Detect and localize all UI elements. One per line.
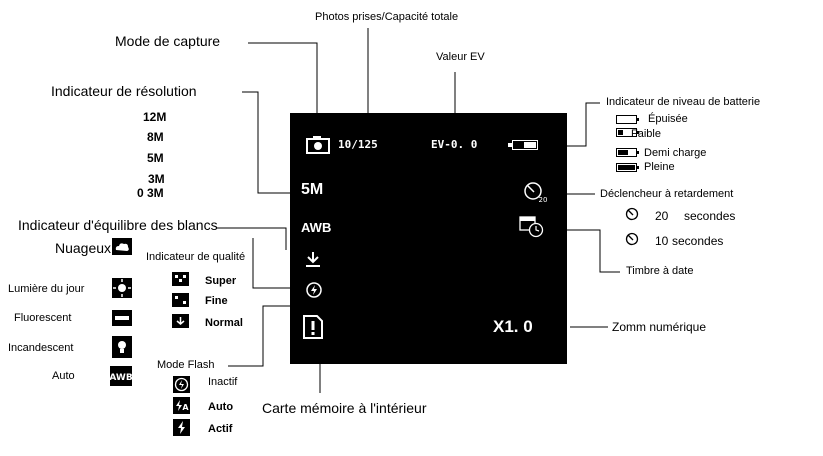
flash-option: Auto — [208, 401, 234, 413]
incandescent-icon — [112, 336, 132, 358]
label-photos: Photos prises/Capacité totale — [315, 11, 459, 23]
super-quality-icon — [172, 272, 189, 286]
flash-auto-icon: A — [173, 397, 190, 414]
label-date-stamp: Timbre à date — [626, 265, 694, 277]
daylight-icon — [112, 278, 132, 298]
timer-unit: secondes — [672, 234, 724, 248]
quality-option: Normal — [205, 317, 243, 329]
resolution-option: 3M — [148, 172, 165, 186]
svg-text:A: A — [182, 403, 189, 412]
label-flash-mode: Mode Flash — [157, 359, 215, 371]
wb-option: Lumière du jour — [8, 283, 85, 295]
screen-count: 10/125 — [338, 138, 378, 151]
battery-empty-icon — [616, 115, 639, 124]
timer-value: 20 — [655, 209, 669, 223]
flash-off-icon — [306, 282, 322, 298]
fine-quality-icon — [172, 293, 189, 307]
quality-icon — [306, 252, 320, 267]
timer-number: 20 — [539, 196, 548, 204]
screen-zoom: X1. 0 — [493, 317, 533, 336]
battery-level: Faible — [631, 128, 661, 140]
battery-level: Demi charge — [644, 147, 707, 159]
label-white-balance: Indicateur d'équilibre des blancs — [18, 217, 218, 233]
label-digital-zoom: Zomm numérique — [612, 320, 707, 334]
svg-text:AWB: AWB — [110, 373, 132, 383]
fluorescent-icon — [112, 310, 132, 326]
flash-on-icon — [173, 419, 190, 436]
timer-20-icon — [625, 207, 639, 221]
battery-level: Épuisée — [648, 113, 688, 125]
memory-card-icon — [303, 315, 323, 339]
normal-quality-icon — [172, 314, 189, 328]
flash-option: Actif — [208, 423, 233, 435]
self-timer-icon: 20 — [524, 182, 548, 204]
flash-option: Inactif — [208, 376, 238, 388]
timer-unit: secondes — [684, 209, 736, 223]
quality-option: Super — [205, 275, 237, 287]
screen-wb: AWB — [301, 220, 332, 235]
resolution-option: 0 3M — [137, 186, 164, 200]
label-ev-value: Valeur EV — [436, 51, 485, 63]
wb-option: Fluorescent — [14, 312, 72, 324]
wb-option: Auto — [52, 370, 75, 382]
timer-value: 10 — [655, 234, 669, 248]
battery-icon — [508, 140, 538, 150]
label-memory-card: Carte mémoire à l'intérieur — [262, 400, 427, 416]
screen-resolution: 5M — [301, 181, 324, 198]
battery-half-icon — [616, 148, 639, 157]
label-quality: Indicateur de qualité — [146, 251, 246, 263]
camera-icon — [306, 136, 330, 154]
label-resolution: Indicateur de résolution — [51, 83, 197, 99]
battery-low-icon — [616, 128, 639, 137]
quality-option: Fine — [205, 295, 228, 307]
battery-level: Pleine — [644, 161, 675, 173]
camera-screen: 10/125 EV-0. 0 5M 20 AWB X1. 0 — [290, 113, 567, 364]
label-capture-mode: Mode de capture — [115, 33, 221, 49]
timer-10-icon — [625, 232, 639, 246]
label-self-timer: Déclencheur à retardement — [600, 188, 734, 200]
resolution-option: 12M — [143, 110, 167, 124]
wb-option: Incandescent — [8, 342, 74, 354]
cloudy-icon — [112, 238, 132, 255]
wb-option: Nuageux — [55, 240, 112, 256]
flash-off-icon — [173, 376, 190, 393]
resolution-option: 5M — [147, 151, 164, 165]
screen-ev: EV-0. 0 — [431, 138, 478, 151]
label-battery: Indicateur de niveau de batterie — [606, 96, 761, 108]
battery-full-icon — [616, 163, 639, 172]
awb-icon: AWB — [110, 366, 132, 386]
resolution-option: 8M — [147, 130, 164, 144]
date-stamp-icon — [519, 216, 544, 238]
